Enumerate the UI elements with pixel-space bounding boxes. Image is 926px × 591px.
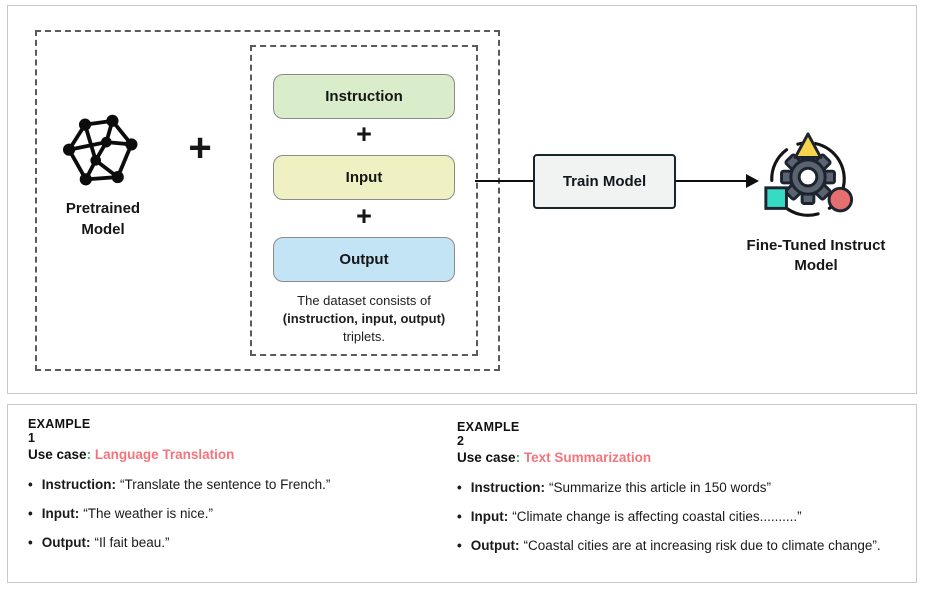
gear-with-shapes-icon bbox=[764, 132, 854, 217]
bullet-item: • Output:“Coastal cities are at increasin… bbox=[457, 538, 881, 553]
pretrained-model-label-line2: Model bbox=[81, 221, 125, 238]
bullet-label: Instruction: bbox=[41, 477, 116, 492]
finetuned-model-label: Fine-Tuned Instruct Model bbox=[716, 236, 916, 276]
bullet-item: • Output:“Il fait beau.” bbox=[28, 535, 170, 550]
bullet-icon: • bbox=[28, 506, 33, 521]
bullet-label: Input: bbox=[41, 506, 80, 521]
network-mesh-icon bbox=[63, 114, 138, 186]
bullet-text: “Translate the sentence to French.” bbox=[119, 477, 331, 492]
bullet-item: • Instruction:“Translate the sentence to … bbox=[28, 477, 330, 492]
plus-sign-1: + bbox=[356, 119, 372, 149]
example-2-use-case: Use case: Text Summarization bbox=[457, 450, 651, 465]
example-1-use-case: Use case: Language Translation bbox=[28, 447, 234, 462]
bullet-icon: • bbox=[28, 477, 33, 492]
train-model-label: Train Model bbox=[562, 173, 647, 190]
bullet-text: “Summarize this article in 150 words” bbox=[548, 480, 772, 495]
dataset-group-frame bbox=[35, 30, 500, 371]
dataset-caption-line1: The dataset consists of bbox=[297, 293, 431, 308]
finetuned-model-label-line1: Fine-Tuned Instruct bbox=[746, 237, 886, 254]
diagram-panel: Pretrained Model + Instruction + Input +… bbox=[7, 5, 917, 394]
plus-sign-2: + bbox=[356, 201, 372, 231]
instruction-box: Instruction bbox=[273, 74, 455, 119]
input-box-label: Input bbox=[345, 169, 383, 186]
examples-panel: EXAMPLE 1 Use case: Language Translation… bbox=[7, 404, 917, 583]
bullet-label: Output: bbox=[41, 535, 91, 550]
output-box-label: Output bbox=[339, 251, 389, 268]
connector-line-dataset-to-train bbox=[475, 180, 534, 183]
dataset-caption-line3: triplets. bbox=[343, 329, 385, 344]
example-1-heading: EXAMPLE 1 bbox=[28, 417, 91, 445]
bullet-icon: • bbox=[28, 535, 33, 550]
gear-icon bbox=[780, 149, 836, 205]
bullet-text: “The weather is nice.” bbox=[83, 506, 214, 521]
bullet-item: • Input:“The weather is nice.” bbox=[28, 506, 213, 521]
bullet-label: Instruction: bbox=[470, 480, 545, 495]
use-case-label: Use case bbox=[457, 450, 516, 465]
bullet-icon: • bbox=[457, 480, 462, 495]
output-box: Output bbox=[273, 237, 455, 282]
bullet-text: “Il fait beau.” bbox=[94, 535, 170, 550]
bullet-icon: • bbox=[457, 509, 462, 524]
bullet-item: • Input:“Climate change is affecting coas… bbox=[457, 509, 802, 524]
bullet-icon: • bbox=[457, 538, 462, 553]
circle-icon bbox=[827, 186, 854, 213]
dataset-caption-line2: (instruction, input, output) bbox=[282, 311, 446, 326]
example-2-heading: EXAMPLE 2 bbox=[457, 420, 520, 448]
bullet-item: • Instruction:“Summarize this article in … bbox=[457, 480, 771, 495]
pretrained-model-label: Pretrained Model bbox=[13, 198, 193, 240]
use-case-value: Text Summarization bbox=[523, 450, 652, 465]
bullet-label: Output: bbox=[470, 538, 520, 553]
use-case-colon: : bbox=[515, 450, 521, 465]
bullet-text: “Coastal cities are at increasing risk d… bbox=[523, 538, 881, 553]
input-box: Input bbox=[273, 155, 455, 200]
triangle-icon bbox=[793, 132, 823, 159]
bullet-label: Input: bbox=[470, 509, 509, 524]
square-icon bbox=[764, 186, 788, 210]
plus-sign-large: + bbox=[188, 126, 212, 170]
finetuned-model-label-line2: Model bbox=[794, 257, 838, 274]
arrow-head-icon bbox=[746, 174, 759, 188]
train-model-box: Train Model bbox=[533, 154, 676, 209]
use-case-label: Use case bbox=[28, 447, 87, 462]
use-case-value: Language Translation bbox=[94, 447, 235, 462]
instruction-box-label: Instruction bbox=[325, 88, 403, 105]
triplet-stack-frame bbox=[250, 45, 478, 356]
connector-line-train-to-model bbox=[676, 180, 748, 183]
pretrained-model-label-line1: Pretrained bbox=[65, 200, 141, 217]
use-case-colon: : bbox=[86, 447, 92, 462]
dataset-caption: The dataset consists of (instruction, in… bbox=[256, 292, 472, 346]
bullet-text: “Climate change is affecting coastal cit… bbox=[512, 509, 802, 524]
